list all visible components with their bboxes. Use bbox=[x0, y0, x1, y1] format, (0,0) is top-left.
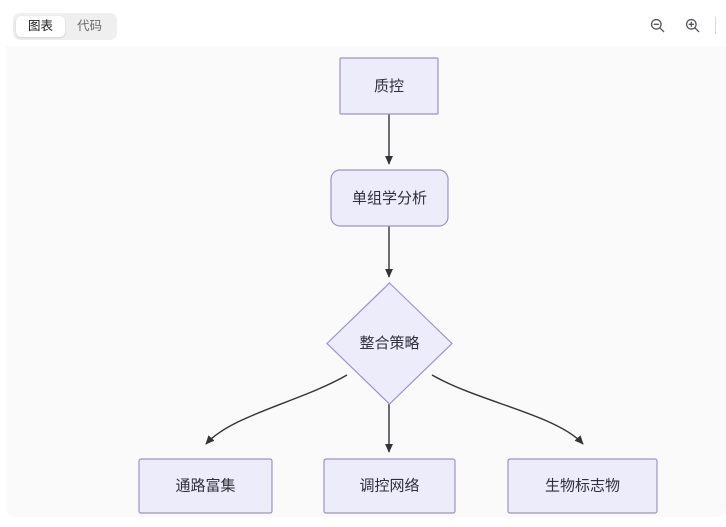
edge-strategy-to-biomarker bbox=[431, 374, 584, 445]
node-qc-shape bbox=[339, 57, 439, 115]
node-biomarker-shape bbox=[507, 458, 658, 514]
node-biomarker-label: 生物标志物 bbox=[545, 477, 620, 494]
node-single-omic-shape bbox=[330, 169, 449, 227]
zoom-in-icon bbox=[684, 17, 701, 34]
diagram-canvas[interactable]: 质控 单组学分析 整合策略 通路富集 调控网络 生物标志物 bbox=[6, 4, 726, 517]
node-strategy-shape bbox=[326, 282, 453, 405]
flowchart-svg: 质控 单组学分析 整合策略 通路富集 调控网络 生物标志物 bbox=[138, 57, 658, 514]
node-network[interactable]: 调控网络 bbox=[323, 458, 456, 514]
node-pathway[interactable]: 通路富集 bbox=[138, 458, 273, 514]
edge-strategy-to-pathway bbox=[205, 374, 348, 445]
zoom-out-icon bbox=[649, 17, 666, 34]
node-single-omic[interactable]: 单组学分析 bbox=[330, 169, 449, 227]
node-pathway-label: 通路富集 bbox=[175, 476, 235, 494]
zoom-out-button[interactable] bbox=[643, 11, 671, 39]
node-strategy-label: 整合策略 bbox=[359, 335, 419, 352]
node-qc-label: 质控 bbox=[374, 78, 404, 95]
header-tool-group bbox=[643, 11, 718, 39]
tab-chart[interactable]: 图表 bbox=[16, 16, 66, 37]
node-biomarker[interactable]: 生物标志物 bbox=[507, 458, 658, 514]
node-network-label: 调控网络 bbox=[359, 477, 419, 494]
zoom-in-button[interactable] bbox=[678, 11, 706, 39]
toolbar-divider bbox=[715, 16, 716, 34]
node-single-omic-label: 单组学分析 bbox=[352, 190, 427, 207]
node-network-shape bbox=[323, 458, 456, 514]
node-qc[interactable]: 质控 bbox=[339, 57, 439, 115]
tab-code[interactable]: 代码 bbox=[77, 19, 103, 33]
view-mode-tabs: 图表 代码 bbox=[13, 13, 118, 40]
node-pathway-shape bbox=[138, 458, 273, 514]
viewer-header: 图表 代码 bbox=[0, 0, 726, 46]
edge-layer bbox=[205, 114, 584, 453]
node-strategy[interactable]: 整合策略 bbox=[326, 282, 453, 405]
